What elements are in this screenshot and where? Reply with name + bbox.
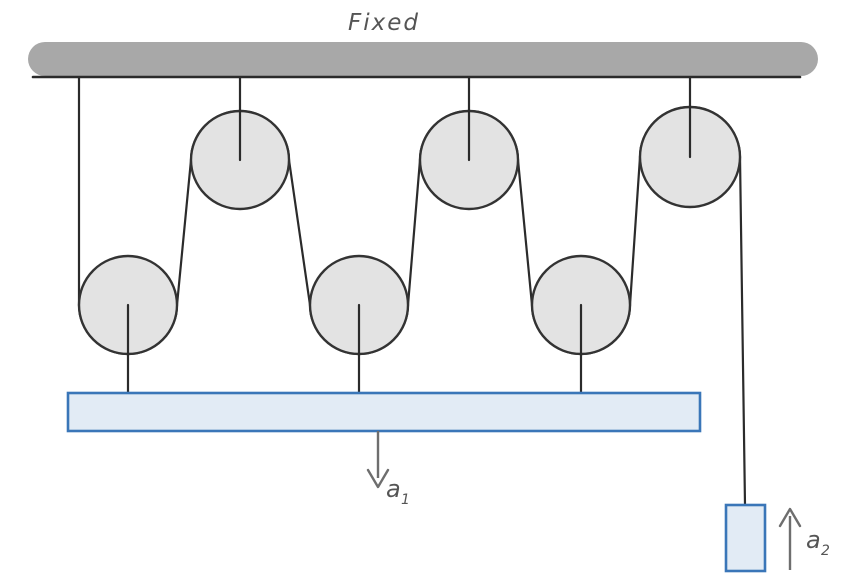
acceleration-a2-group: a 2 [778,507,830,570]
ceiling-bar [28,42,818,76]
rope-segment-tp3-to-block [738,155,747,507]
acceleration-a1-arrow-head [366,468,390,489]
hanging-block [724,503,767,573]
rope-segment-bp3-to-tp3 [628,155,642,307]
acceleration-a1-label: a [386,475,401,503]
fixed-ceiling [28,42,818,79]
rope-segment-tp2-to-bp3 [516,158,534,307]
acceleration-a1-group: a 1 [366,431,410,508]
acceleration-a1-subscript: 1 [401,492,410,508]
acceleration-a2-arrow-head [778,507,802,528]
lower-platform [66,391,702,433]
ceiling-label: Fixed [348,10,420,36]
pulley-group [77,105,742,356]
pulley-axle-group [126,105,692,395]
acceleration-a2-subscript: 2 [821,543,830,559]
rope-segment-bp2-to-tp2 [406,158,422,307]
acceleration-a2-label: a [806,526,821,554]
rope-segment-bp1-to-tp1 [175,158,193,307]
rope-segment-tp1-to-bp2 [287,158,312,307]
